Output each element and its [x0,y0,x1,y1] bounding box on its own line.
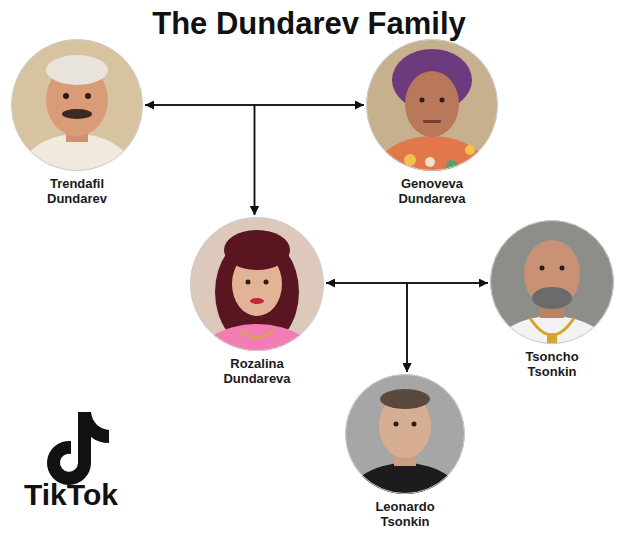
member-name: Leonardo Tsonkin [355,499,455,529]
member-name: Tsoncho Tsonkin [502,349,602,379]
family-link [326,283,407,372]
portrait [190,217,324,408]
family-member: Tsoncho Tsonkin [490,220,614,379]
portrait-circle [345,374,465,494]
brand-logo [47,412,109,485]
portrait [345,374,465,536]
portrait-circle [366,39,498,171]
family-link [407,283,488,372]
member-name: Rozalina Dundareva [207,356,307,386]
family-member: Trendafil Dundarev [11,39,143,206]
family-member: Genoveva Dundareva [366,39,498,206]
portrait-circle [490,220,614,344]
member-name: Genoveva Dundareva [382,176,482,206]
portrait-circle [11,39,143,171]
family-link [255,105,365,215]
portrait [490,220,614,400]
diagram-title: The Dundarev Family [0,6,618,42]
family-member: Leonardo Tsonkin [345,374,465,529]
portrait [11,39,143,226]
portrait [366,39,498,228]
portrait-circle [190,217,324,351]
brand-label: TikTok [24,478,118,512]
member-name: Trendafil Dundarev [27,176,127,206]
family-member: Rozalina Dundareva [190,217,324,386]
family-link [145,105,255,215]
